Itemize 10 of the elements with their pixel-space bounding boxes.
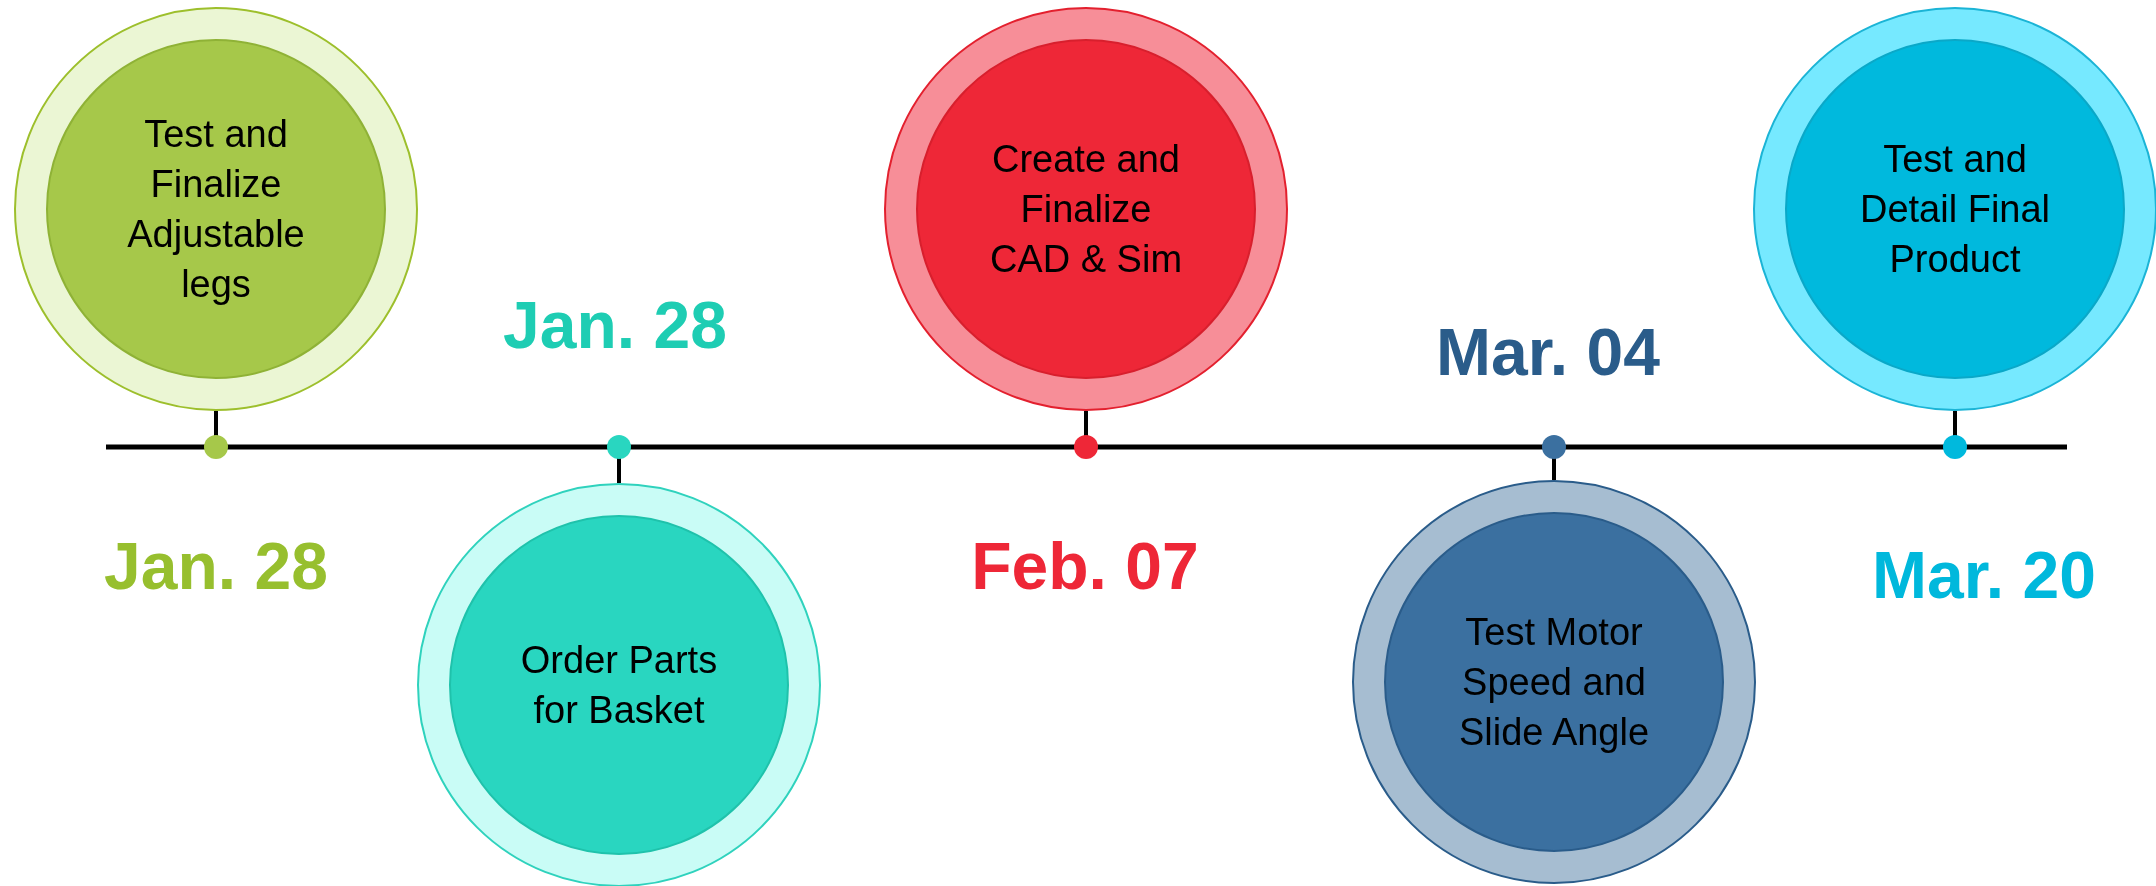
date-label: Jan. 28: [503, 287, 727, 363]
date-label: Jan. 28: [104, 528, 328, 604]
date-label: Mar. 20: [1872, 537, 2096, 613]
milestone-text: Test and Finalize Adjustable legs: [126, 111, 306, 308]
milestone-text: Test Motor Speed and Slide Angle: [1457, 609, 1651, 756]
date-label: Mar. 04: [1436, 314, 1660, 390]
milestone-text: Create and Finalize CAD & Sim: [988, 136, 1184, 283]
milestone-text: Order Parts for Basket: [519, 637, 719, 733]
date-label: Feb. 07: [971, 528, 1199, 604]
milestone-text: Test and Detail Final Product: [1858, 136, 2052, 283]
